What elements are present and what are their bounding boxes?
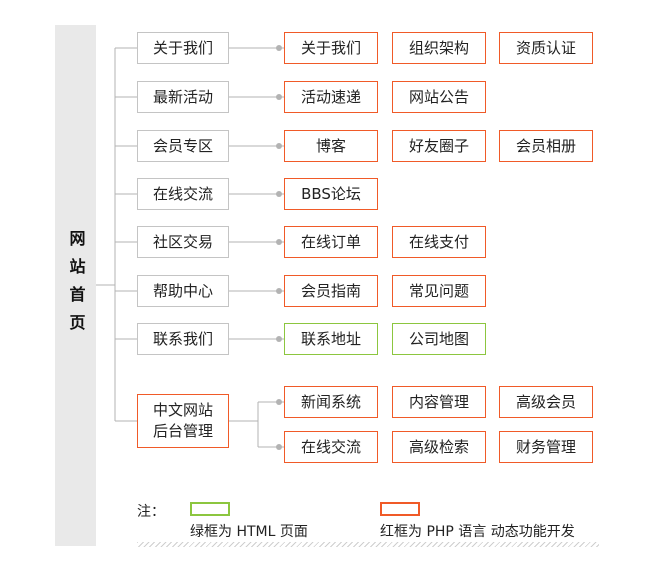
admin-child-node: 高级会员 <box>499 386 593 418</box>
section-node: 会员专区 <box>137 130 229 162</box>
child-dot <box>276 336 282 342</box>
admin-child-node: 新闻系统 <box>284 386 378 418</box>
legend-html-swatch <box>190 502 230 516</box>
child-node: 网站公告 <box>392 81 486 113</box>
child-node: 资质认证 <box>499 32 593 64</box>
section-node: 在线交流 <box>137 178 229 210</box>
child-dot <box>276 288 282 294</box>
child-node: 在线订单 <box>284 226 378 258</box>
child-node: 活动速递 <box>284 81 378 113</box>
child-node: 会员相册 <box>499 130 593 162</box>
child-node: 好友圈子 <box>392 130 486 162</box>
section-node: 最新活动 <box>137 81 229 113</box>
child-node: 联系地址 <box>284 323 378 355</box>
child-node: 公司地图 <box>392 323 486 355</box>
child-dot <box>276 399 282 405</box>
child-node: 博客 <box>284 130 378 162</box>
child-node: 常见问题 <box>392 275 486 307</box>
section-node: 社区交易 <box>137 226 229 258</box>
admin-label-line1: 中文网站 <box>152 401 213 419</box>
child-dot <box>276 191 282 197</box>
child-dot <box>276 94 282 100</box>
legend-title: 注： <box>137 504 165 520</box>
admin-child-node: 内容管理 <box>392 386 486 418</box>
legend-html-text: 绿框为 HTML 页面 <box>190 524 308 540</box>
admin-child-node: 财务管理 <box>499 431 593 463</box>
child-dot <box>276 143 282 149</box>
admin-label-line2: 后台管理 <box>152 422 213 440</box>
legend-php-text: 红框为 PHP 语言 动态功能开发 <box>380 524 575 540</box>
child-node: 组织架构 <box>392 32 486 64</box>
legend-divider <box>137 542 599 547</box>
section-node: 帮助中心 <box>137 275 229 307</box>
child-dot <box>276 444 282 450</box>
section-node: 联系我们 <box>137 323 229 355</box>
section-node: 关于我们 <box>137 32 229 64</box>
child-node: 会员指南 <box>284 275 378 307</box>
child-node: 关于我们 <box>284 32 378 64</box>
child-node: 在线支付 <box>392 226 486 258</box>
root-node-homepage: 网站首页 <box>55 25 96 546</box>
admin-child-node: 在线交流 <box>284 431 378 463</box>
legend-php-swatch <box>380 502 420 516</box>
child-node: BBS论坛 <box>284 178 378 210</box>
admin-child-node: 高级检索 <box>392 431 486 463</box>
child-dot <box>276 45 282 51</box>
child-dot <box>276 239 282 245</box>
root-label: 网站首页 <box>66 229 86 342</box>
admin-node: 中文网站后台管理 <box>137 394 229 448</box>
